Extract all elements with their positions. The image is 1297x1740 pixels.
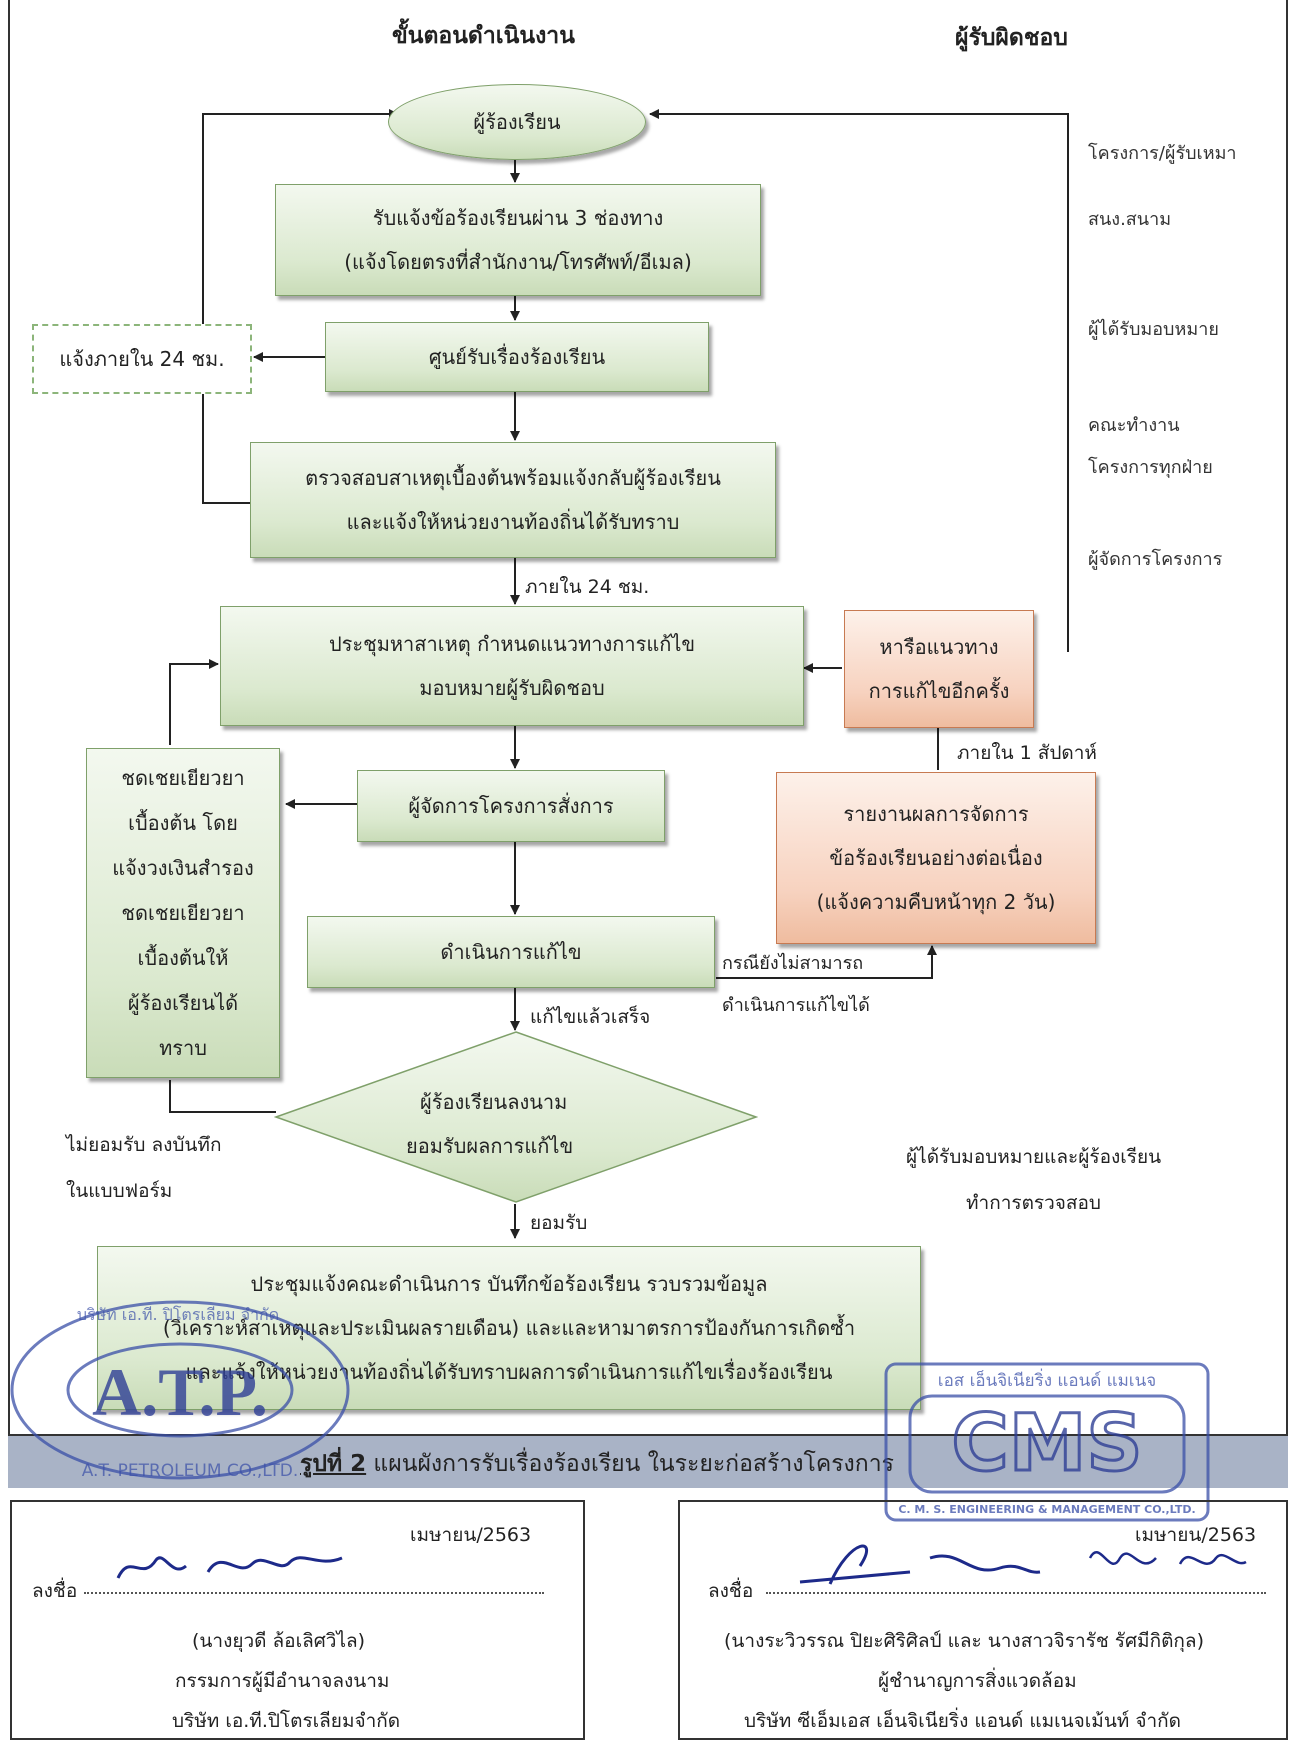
- node-receive-line-2: (แจ้งโดยตรงที่สำนักงาน/โทรศัพท์/อีเมล): [344, 250, 692, 274]
- node-meeting-line-1: ประชุมหาสาเหตุ กำหนดแนวทางการแก้ไข: [328, 632, 696, 656]
- sign-left-date: เมษายน/2563: [410, 1524, 532, 1546]
- signature-block-right: เมษายน/2563 ลงชื่อ (นางระวิวรรณ ปิยะศิริ…: [678, 1500, 1288, 1740]
- responsible-inspection-1: ผู้ได้รับมอบหมายและผู้ร้องเรียน: [906, 1146, 1162, 1168]
- atp-company-stamp: A.T.P. บริษัท เอ.ที. ปิโตรเลียม จำกัด A.…: [10, 1300, 350, 1481]
- header-process: ขั้นตอนดำเนินงาน: [392, 23, 575, 49]
- header-responsible: ผู้รับผิดชอบ: [955, 25, 1068, 51]
- node-execute-fix-label: ดำเนินการแก้ไข: [440, 940, 582, 964]
- compensation-line: ชดเชยเยียวยา: [121, 765, 245, 790]
- node-manager-order: ผู้จัดการโครงการสั่งการ: [357, 770, 665, 842]
- responsible-field-office: สนง.สนาม: [1088, 209, 1172, 230]
- node-report-line-3: (แจ้งความคืบหน้าทุก 2 วัน): [816, 890, 1056, 914]
- sign-left-role: กรรมการผู้มีอำนาจลงนาม: [175, 1670, 390, 1692]
- node-complainant: ผู้ร้องเรียน: [388, 84, 646, 160]
- diagram-frame: [8, 0, 1288, 1436]
- node-initial-inspection: ตรวจสอบสาเหตุเบื้องต้นพร้อมแจ้งกลับผู้ร้…: [250, 442, 776, 558]
- node-progress-report: รายงานผลการจัดการ ข้อร้องเรียนอย่างต่อเน…: [776, 772, 1096, 944]
- sign-left-name: (นางยุวดี ล้อเลิศวิไล): [192, 1630, 366, 1652]
- responsible-working-group-1: คณะทำงาน: [1088, 415, 1180, 436]
- node-discuss-line-1: หารือแนวทาง: [879, 635, 999, 659]
- cms-stamp-bottom-text: C. M. S. ENGINEERING & MANAGEMENT CO.,LT…: [898, 1503, 1195, 1516]
- node-final-meeting: ประชุมแจ้งคณะดำเนินการ บันทึกข้อร้องเรีย…: [97, 1246, 921, 1410]
- edge-label-cannot-fix-1: กรณียังไม่สามารถ: [722, 953, 864, 974]
- compensation-line: แจ้งวงเงินสำรอง: [112, 855, 254, 880]
- edge-label-within-week: ภายใน 1 สัปดาห์: [957, 742, 1097, 764]
- caption-bar: [8, 1436, 1288, 1488]
- figure-caption: รูปที่ 2 แผนผังการรับเรื่องร้องเรียน ในร…: [300, 1446, 894, 1482]
- node-final-line-3: และแจ้งให้หน่วยงานท้องถิ่นได้รับทราบผลกา…: [185, 1360, 833, 1384]
- node-report-line-2: ข้อร้องเรียนอย่างต่อเนื่อง: [829, 846, 1043, 870]
- node-final-line-1: ประชุมแจ้งคณะดำเนินการ บันทึกข้อร้องเรีย…: [250, 1272, 768, 1296]
- sign-right-name: (นางระวิวรรณ ปิยะศิริศิลป์ และ นางสาวจิร…: [724, 1630, 1204, 1652]
- node-meeting-line-2: มอบหมายผู้รับผิดชอบ: [419, 676, 605, 700]
- compensation-line: ผู้ร้องเรียนได้: [127, 990, 239, 1015]
- node-notify-24h-label: แจ้งภายใน 24 ชม.: [59, 347, 225, 371]
- sign-left-company: บริษัท เอ.ที.ปิโตรเลียมจำกัด: [172, 1710, 401, 1732]
- edge-label-fixed: แก้ไขแล้วเสร็จ: [530, 1006, 651, 1028]
- responsible-inspection-2: ทำการตรวจสอบ: [966, 1192, 1101, 1214]
- sign-left-dotted-line: [84, 1592, 544, 1594]
- cms-stamp-top-text: เอส เอ็นจิเนียริ่ง แอนด์ แมเนจ: [938, 1368, 1156, 1391]
- compensation-line: เบื้องต้น โดย: [128, 810, 238, 835]
- compensation-line: ชดเชยเยียวยา: [121, 900, 245, 925]
- sign-right-role: ผู้ชำนาญการสิ่งแวดล้อม: [878, 1670, 1077, 1692]
- sign-left-label: ลงชื่อ: [32, 1580, 78, 1602]
- node-complaint-center: ศูนย์รับเรื่องร้องเรียน: [325, 322, 709, 392]
- node-inspection-line-2: และแจ้งให้หน่วยงานท้องถิ่นได้รับทราบ: [346, 510, 680, 534]
- sign-right-dotted-line: [766, 1592, 1266, 1594]
- node-compensation: ชดเชยเยียวยา เบื้องต้น โดย แจ้งวงเงินสำร…: [86, 748, 280, 1078]
- edge-label-reject-1: ไม่ยอมรับ ลงบันทึก: [66, 1134, 222, 1156]
- caption-text: แผนผังการรับเรื่องร้องเรียน ในระยะก่อสร้…: [366, 1451, 894, 1477]
- node-manager-order-label: ผู้จัดการโครงการสั่งการ: [408, 794, 614, 818]
- sign-right-date: เมษายน/2563: [1135, 1524, 1257, 1546]
- node-notify-24h: แจ้งภายใน 24 ชม.: [32, 324, 252, 394]
- node-complainant-label: ผู้ร้องเรียน: [473, 110, 561, 134]
- node-complaint-center-label: ศูนย์รับเรื่องร้องเรียน: [428, 345, 606, 369]
- edge-label-reject-2: ในแบบฟอร์ม: [66, 1180, 173, 1202]
- diamond-line-2: ยอมรับผลการแก้ไข: [406, 1134, 574, 1158]
- atp-stamp-ring-bottom: A.T. PETROLEUM CO.,LTD.: [82, 1461, 299, 1481]
- edge-label-accept: ยอมรับ: [530, 1212, 588, 1234]
- node-inspection-line-1: ตรวจสอบสาเหตุเบื้องต้นพร้อมแจ้งกลับผู้ร้…: [305, 466, 721, 490]
- responsible-working-group-2: โครงการทุกฝ่าย: [1088, 457, 1213, 478]
- node-discuss-line-2: การแก้ไขอีกครั้ง: [868, 679, 1010, 703]
- node-cause-meeting: ประชุมหาสาเหตุ กำหนดแนวทางการแก้ไข มอบหม…: [220, 606, 804, 726]
- node-report-line-1: รายงานผลการจัดการ: [843, 802, 1029, 826]
- node-receive-channels: รับแจ้งข้อร้องเรียนผ่าน 3 ช่องทาง (แจ้งโ…: [275, 184, 761, 296]
- sign-left-handwritten-signature: [116, 1556, 343, 1579]
- sign-right-handwritten-signatures: [799, 1544, 1247, 1585]
- node-receive-line-1: รับแจ้งข้อร้องเรียนผ่าน 3 ช่องทาง: [372, 206, 664, 230]
- cms-company-stamp: CMS เอส เอ็นจิเนียริ่ง แอนด์ แมเนจ C. M.…: [884, 1362, 1210, 1522]
- caption-number: รูปที่ 2: [300, 1451, 367, 1477]
- node-sign-acceptance-diamond: [274, 1031, 758, 1203]
- compensation-line: เบื้องต้นให้: [137, 945, 229, 970]
- responsible-assignee: ผู้ได้รับมอบหมาย: [1088, 319, 1219, 340]
- responsible-project-manager: ผู้จัดการโครงการ: [1088, 549, 1223, 570]
- responsible-contractor: โครงการ/ผู้รับเหมา: [1088, 143, 1237, 164]
- diamond-line-1: ผู้ร้องเรียนลงนาม: [420, 1090, 568, 1114]
- node-discuss-again: หารือแนวทาง การแก้ไขอีกครั้ง: [844, 610, 1034, 728]
- signature-block-left: เมษายน/2563 ลงชื่อ (นางยุวดี ล้อเลิศวิไล…: [10, 1500, 585, 1740]
- edge-label-cannot-fix-2: ดำเนินการแก้ไขได้: [722, 995, 870, 1016]
- compensation-line: ทราบ: [159, 1035, 207, 1060]
- atp-stamp-big-text: A.T.P.: [92, 1354, 268, 1430]
- sign-right-company: บริษัท ซีเอ็มเอส เอ็นจิเนียริ่ง แอนด์ แม…: [744, 1710, 1182, 1732]
- edge-label-within-24h: ภายใน 24 ชม.: [525, 576, 650, 598]
- atp-stamp-ring-top: บริษัท เอ.ที. ปิโตรเลียม จำกัด: [77, 1305, 279, 1324]
- cms-stamp-big-text: CMS: [951, 1399, 1142, 1489]
- node-execute-fix: ดำเนินการแก้ไข: [307, 916, 715, 988]
- sign-right-label: ลงชื่อ: [708, 1580, 754, 1602]
